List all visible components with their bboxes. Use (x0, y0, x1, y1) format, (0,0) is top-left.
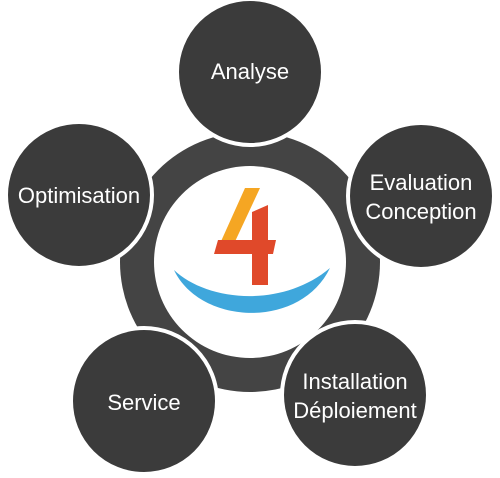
logo-wave (174, 268, 330, 313)
four-with-wave-logo (174, 188, 330, 313)
node-optimisation-circle (4, 120, 154, 270)
node-analyse-label: Analyse (211, 59, 289, 84)
node-service: Service (69, 326, 219, 476)
node-evaluation-conception-label-line1: Evaluation (370, 170, 473, 195)
node-installation-deploiement: Installation Déploiement (280, 320, 430, 470)
node-service-label: Service (107, 390, 180, 415)
node-installation-deploiement-label-line2: Déploiement (293, 398, 417, 423)
node-service-circle (69, 326, 219, 476)
node-analyse: Analyse (175, 0, 325, 147)
node-optimisation: Optimisation (4, 120, 154, 270)
node-evaluation-conception-label-line2: Conception (365, 199, 476, 224)
node-evaluation-conception: Evaluation Conception (346, 121, 496, 271)
center-disc (154, 166, 346, 358)
node-evaluation-conception-circle (346, 121, 496, 271)
central-ring (120, 132, 380, 392)
logo-four-stroke-right (252, 205, 268, 285)
node-analyse-circle (175, 0, 325, 147)
logo-four-stroke-left (218, 188, 260, 248)
node-installation-deploiement-circle (280, 320, 430, 470)
node-installation-deploiement-label-line1: Installation (302, 369, 407, 394)
node-optimisation-label: Optimisation (18, 183, 140, 208)
